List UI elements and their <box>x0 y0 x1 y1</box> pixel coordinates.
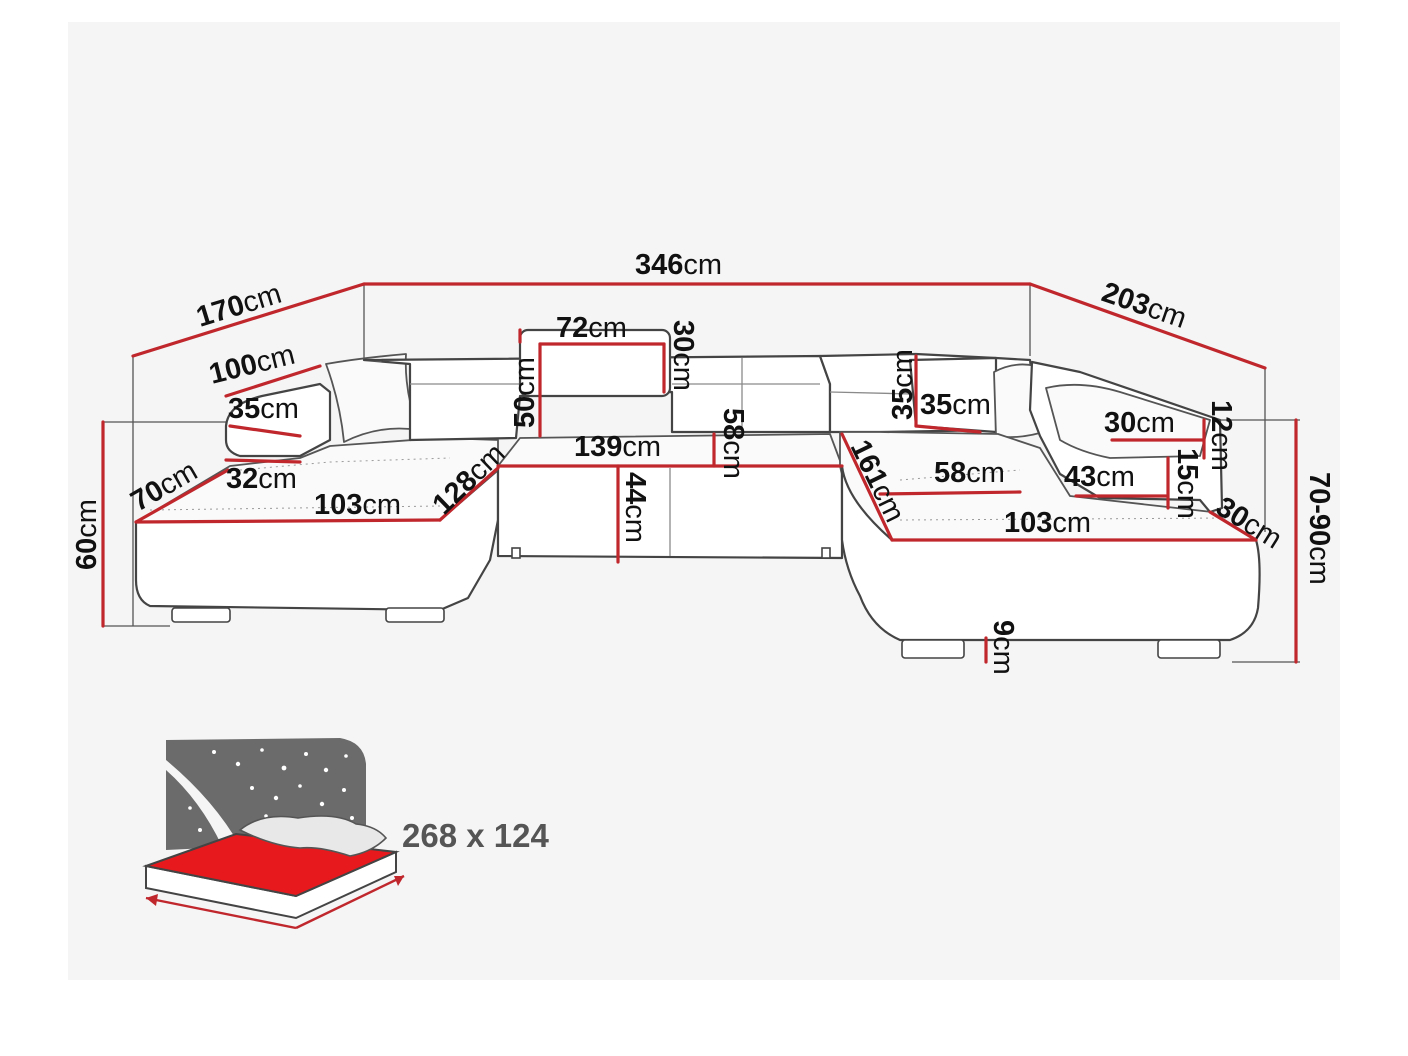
bed-length-arrow <box>145 896 297 930</box>
pillows <box>238 815 388 857</box>
left-armrest <box>224 382 332 458</box>
stars <box>188 748 354 832</box>
label-seat-depth-middle: 58cm <box>717 408 749 479</box>
label-left-armrest-width: 32cm <box>226 463 297 495</box>
sofa-illustration <box>134 328 1261 659</box>
leg <box>171 607 231 623</box>
leg <box>1157 639 1221 659</box>
extension-lines <box>103 284 1300 663</box>
label-right-armrest-thickness: 12cm <box>1205 400 1237 471</box>
middle-seat <box>497 433 843 467</box>
sleeping-area-size: 268 x 124 <box>402 817 549 854</box>
label-right-armrest-top: 30cm <box>1104 407 1175 439</box>
label-backrest-height: 50cm <box>509 357 541 428</box>
center-headrest <box>518 328 672 398</box>
label-overall-width: 346cm <box>635 249 722 281</box>
moon-curve <box>166 760 240 846</box>
label-left-armrest-top: 35cm <box>228 393 299 425</box>
dimension-lines <box>101 282 1298 664</box>
label-right-armrest-height: 15cm <box>1171 448 1203 519</box>
label-headrest-height: 30cm <box>667 320 699 391</box>
label-right-chaise-length: 103cm <box>1004 507 1091 539</box>
right-chaise-front <box>840 464 1261 642</box>
label-right-headrest-height: 35cm <box>887 349 919 420</box>
leg <box>385 607 445 623</box>
leg <box>901 639 965 659</box>
label-right-headrest-depth: 35cm <box>920 389 991 421</box>
label-seat-height: 44cm <box>619 472 651 543</box>
label-headrest-width: 72cm <box>556 312 627 344</box>
label-right-seat-depth: 58cm <box>934 457 1005 489</box>
sleeping-area-icon <box>142 738 405 930</box>
label-total-height: 70-90cm <box>1303 472 1335 585</box>
label-right-armrest-inner: 43cm <box>1064 461 1135 493</box>
label-left-seat-depth: 103cm <box>314 489 401 521</box>
label-left-height: 60cm <box>71 499 103 570</box>
label-middle-seat-width: 139cm <box>574 431 661 463</box>
bed-width-arrow <box>295 874 405 930</box>
label-leg-height: 9cm <box>987 620 1019 675</box>
